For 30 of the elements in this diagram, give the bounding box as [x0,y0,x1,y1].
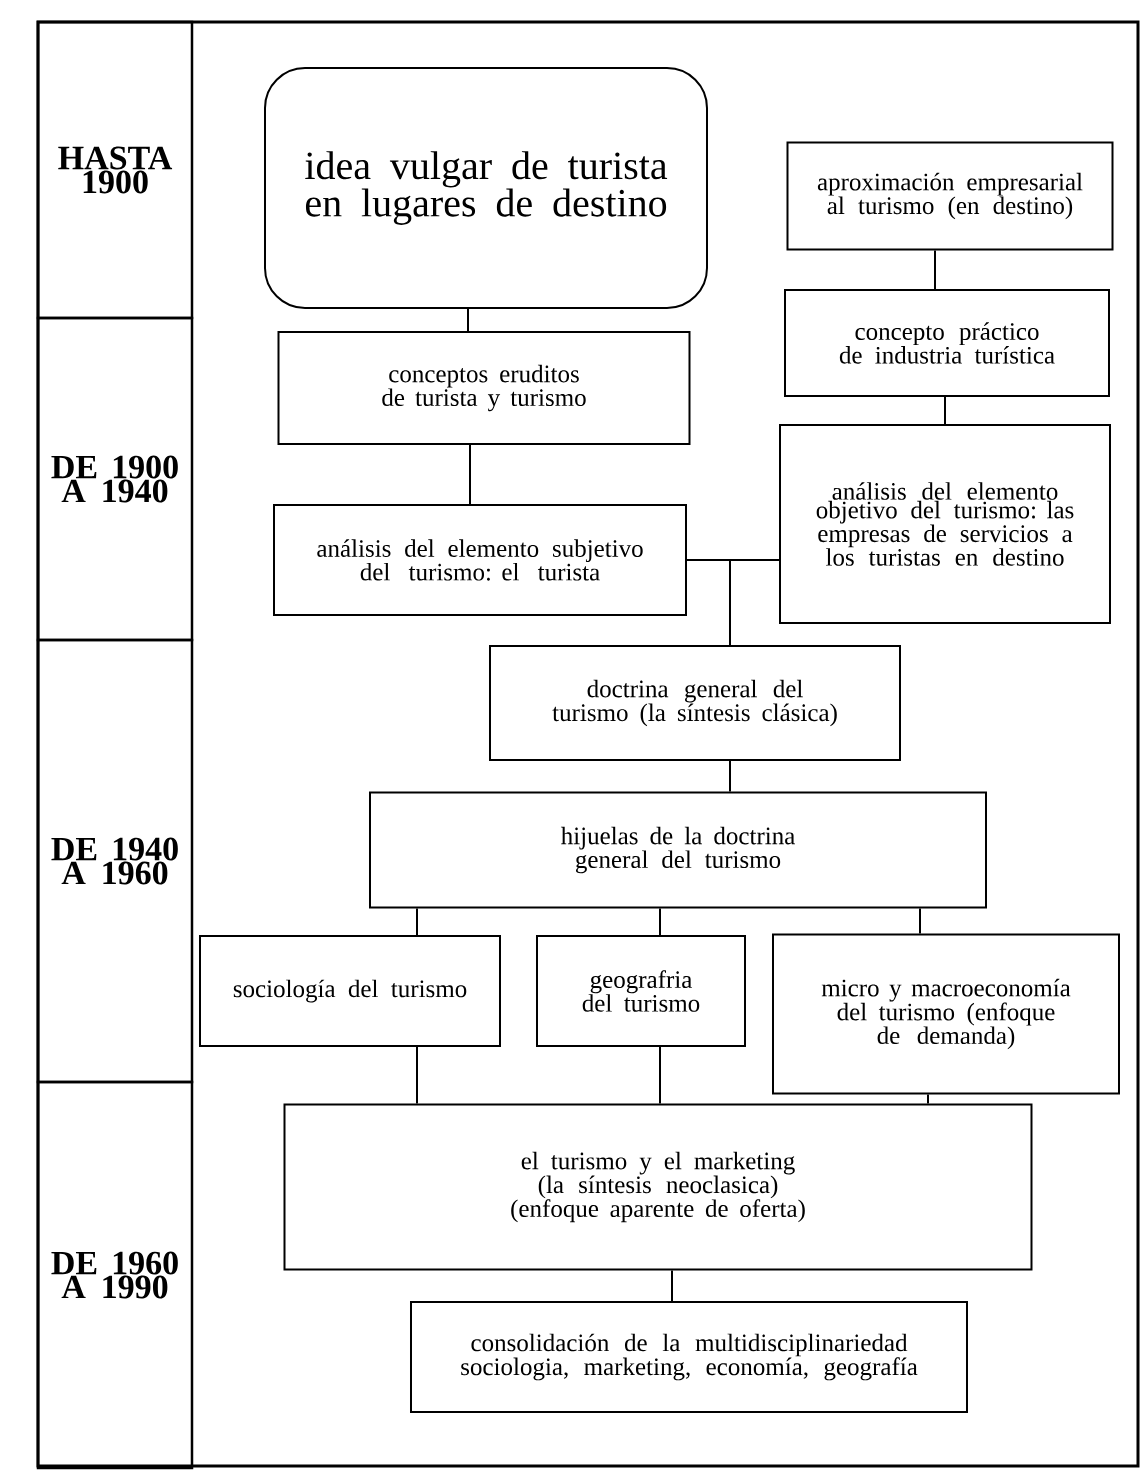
period-cell: DE 1940 A 1960 [36,638,194,1084]
connector-line [671,1269,673,1302]
connector-line [927,1093,929,1105]
process-box: geografria del turismo [536,935,746,1047]
rounded-box: idea vulgar de turista en lugares de destino [264,67,708,309]
process-box: doctrina general del turismo (la síntesis clásica) [489,645,901,761]
process-box: hijuelas de la doctrina general del turismo [369,791,987,909]
period-cell: DE 1960 A 1990 [36,1080,194,1470]
connector-line [467,308,469,332]
process-box: análisis del elemento subjetivo del turismo: el turista [273,504,687,616]
connector-line [469,444,471,505]
connector-line [729,760,731,793]
connector-line [416,1046,418,1105]
process-box: concepto práctico de industria turística [784,289,1110,397]
process-box: consolidación de la multidisciplinariedad sociologia, marketing, economía, geografía [410,1301,968,1413]
period-cell: HASTA 1900 [36,20,194,320]
process-box: sociología del turismo [199,935,501,1047]
process-box: aproximación empresarial al turismo (en destino) [786,141,1114,251]
connector-line [934,249,936,290]
connector-line [416,907,418,936]
process-box: el turismo y el marketing (la síntesis neoclasica) (enfoque aparente de oferta) [283,1103,1033,1271]
connector-line [729,559,780,646]
connector-line [659,1046,661,1105]
period-cell: DE 1900 A 1940 [36,316,194,642]
process-box: conceptos eruditos de turista y turismo [277,331,691,445]
connector-line [659,907,661,936]
connector-line [919,907,921,935]
process-box: micro y macroeconomía del turismo (enfoque de demanda) [772,933,1120,1095]
connector-line [944,396,946,425]
process-box: análisis del elemento objetivo del turismo: las empresas de servicios a los turistas en destino [779,424,1111,624]
